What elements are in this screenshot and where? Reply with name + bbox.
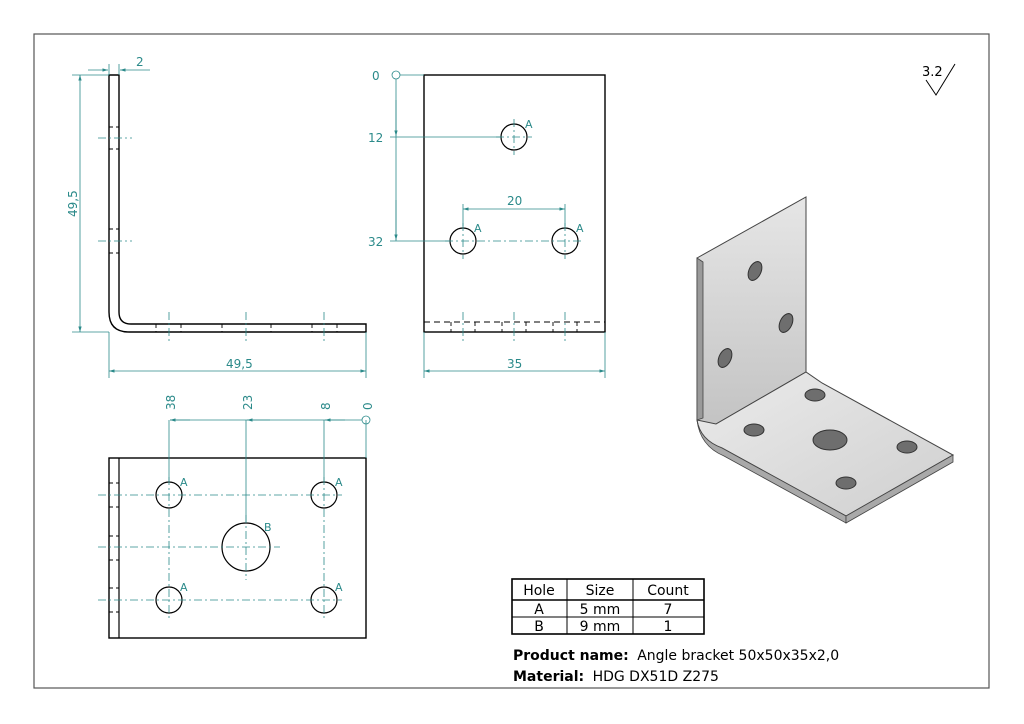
hole-table: Hole Size Count A 5 mm 7 B 9 mm 1 xyxy=(511,578,705,635)
material-value: HDG DX51D Z275 xyxy=(593,669,719,685)
table-row-b-count: 1 xyxy=(664,619,673,635)
front-spacing-dim: 20 xyxy=(507,194,522,208)
table-header-count: Count xyxy=(647,583,689,599)
side-profile-outline xyxy=(108,74,367,333)
bottom-view: A A A A B 38 23 8 0 xyxy=(98,395,375,639)
front-width-dim: 35 xyxy=(507,357,522,371)
bottom-hole-label-3: A xyxy=(180,581,188,594)
product-name-label: Product name: xyxy=(513,648,629,664)
bottom-hole-label-b: B xyxy=(264,521,272,534)
table-header-size: Size xyxy=(586,583,615,599)
surface-finish-symbol: 3.2 xyxy=(922,63,956,96)
surface-finish-value: 3.2 xyxy=(922,65,943,80)
material-label: Material: xyxy=(513,669,584,685)
svg-text:Material: HDG DX51D Z275: Material: HDG DX51D Z275 xyxy=(513,669,719,685)
bottom-hole-label-4: A xyxy=(335,581,343,594)
product-info: Product name: Angle bracket 50x50x35x2,0… xyxy=(513,648,839,685)
isometric-view xyxy=(696,196,955,524)
sheet-border xyxy=(33,33,990,689)
side-height-dim: 49,5 xyxy=(66,190,80,217)
front-view: A A A 0 12 32 20 35 xyxy=(368,69,606,378)
bottom-view-outline xyxy=(108,457,367,639)
side-view: 2 49,5 49,5 xyxy=(66,55,367,378)
side-width-dim: 49,5 xyxy=(226,357,253,371)
front-view-outline xyxy=(423,74,606,333)
product-name-value: Angle bracket 50x50x35x2,0 xyxy=(637,648,839,664)
table-row-a-count: 7 xyxy=(664,602,673,618)
bottom-hole-label-1: A xyxy=(180,476,188,489)
front-hole-label-1: A xyxy=(525,118,533,131)
front-row1-dim: 12 xyxy=(368,131,383,145)
front-datum-dim: 0 xyxy=(372,69,380,83)
front-row2-dim: 32 xyxy=(368,235,383,249)
table-row-b-size: 9 mm xyxy=(580,619,621,635)
svg-text:Product name: Angle brac: Product name: Angle bracket 50x50x35x2,0 xyxy=(513,648,839,664)
side-thickness-dim: 2 xyxy=(136,55,144,69)
bottom-dim-8: 8 xyxy=(319,402,333,410)
bottom-dim-0: 0 xyxy=(361,402,375,410)
bottom-dim-38: 38 xyxy=(164,395,178,410)
front-hole-label-3: A xyxy=(576,222,584,235)
table-row-a-hole: A xyxy=(534,602,544,618)
table-row-b-hole: B xyxy=(534,619,544,635)
bottom-dim-23: 23 xyxy=(241,395,255,410)
table-header-hole: Hole xyxy=(523,583,555,599)
bottom-hole-label-2: A xyxy=(335,476,343,489)
table-row-a-size: 5 mm xyxy=(580,602,621,618)
front-hole-label-2: A xyxy=(474,222,482,235)
